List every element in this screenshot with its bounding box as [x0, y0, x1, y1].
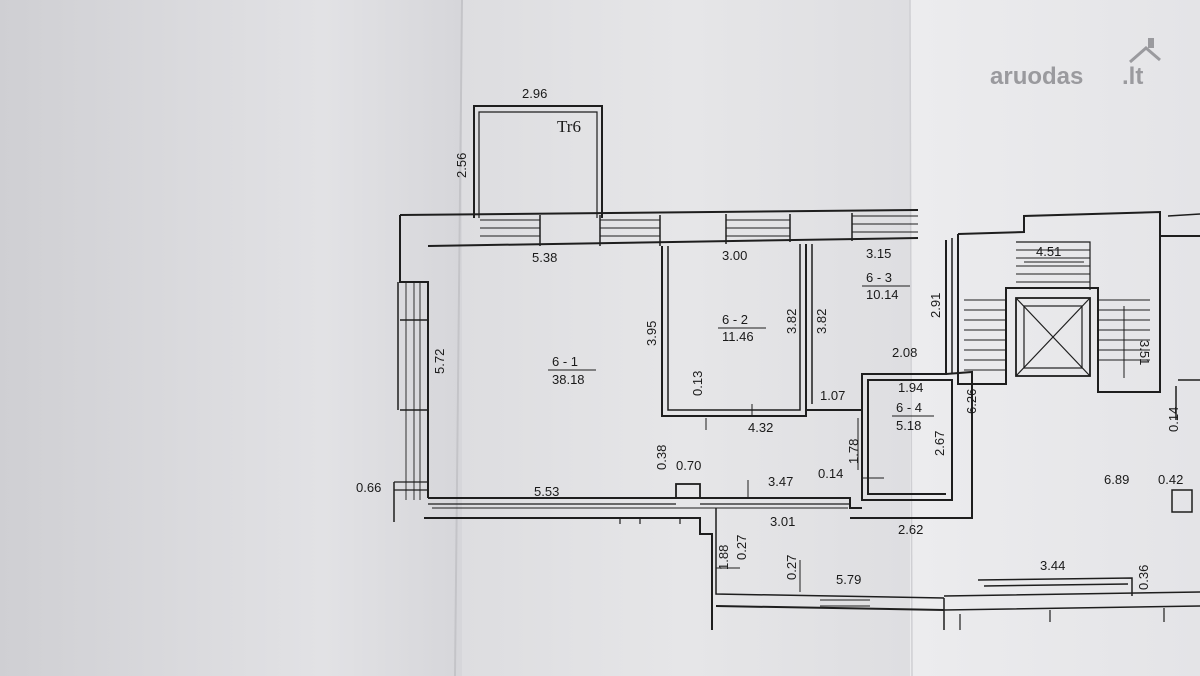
dim-label: 2.67 [932, 431, 947, 456]
room-6-3-label: 6 - 3 10.14 [862, 270, 910, 302]
dim-label: 3.82 [814, 309, 829, 334]
dim-label: 2.62 [898, 522, 923, 537]
dim-label: 1.07 [820, 388, 845, 403]
svg-text:38.18: 38.18 [552, 372, 585, 387]
dim-label: 1.78 [846, 439, 861, 464]
balcony-outline [473, 105, 603, 218]
dim-label: 0.27 [734, 535, 749, 560]
dim-label: 2.91 [928, 293, 943, 318]
dim-label: 5.72 [432, 349, 447, 374]
room-6-1-label: 6 - 1 38.18 [548, 354, 596, 387]
svg-text:11.46: 11.46 [722, 329, 754, 344]
paper-left-panel [0, 0, 462, 676]
dimension-lines [432, 261, 1125, 592]
watermark-logo: aruodas .lt [990, 38, 1161, 90]
dim-label: 3.44 [1040, 558, 1065, 573]
room-6-2-label: 6 - 2 11.46 [718, 312, 766, 344]
dim-label: 4.51 [1036, 244, 1061, 259]
dim-label: 0.36 [1136, 565, 1151, 590]
paper-fold-left [454, 0, 463, 676]
dim-balcony-width: 2.96 [522, 86, 547, 101]
dim-label: 1.94 [898, 380, 923, 395]
house-icon [1129, 46, 1161, 64]
dim-label: 0.70 [676, 458, 701, 473]
watermark-text: aruodas [990, 63, 1083, 90]
elevator-shaft [1015, 297, 1091, 377]
dim-label: 0.27 [784, 555, 799, 580]
svg-text:6 - 3: 6 - 3 [866, 270, 892, 285]
dim-label: 0.66 [356, 480, 381, 495]
svg-text:10.14: 10.14 [866, 287, 899, 302]
walls [393, 105, 1200, 630]
dim-label: 3.01 [770, 514, 795, 529]
dim-label: 3.00 [722, 248, 747, 263]
dim-label: 2.08 [892, 345, 917, 360]
dim-label: 4.32 [748, 420, 773, 435]
watermark-tld: .lt [1122, 63, 1143, 90]
dim-label: 3.15 [866, 246, 891, 261]
dim-label: 3.51 [1137, 340, 1152, 365]
balcony-label: Tr6 [557, 117, 581, 136]
dim-label: 6.26 [964, 389, 979, 414]
dim-label: 0.13 [690, 371, 705, 396]
dim-label: 5.53 [534, 484, 559, 499]
dim-label: 3.82 [784, 309, 799, 334]
dim-balcony-depth: 2.56 [454, 153, 469, 178]
dim-label: 5.38 [532, 250, 557, 265]
dim-label: 0.38 [654, 445, 669, 470]
dim-label: 3.47 [768, 474, 793, 489]
room-6-4-label: 6 - 4 5.18 [892, 400, 934, 433]
dim-label: 0.14 [1166, 407, 1181, 432]
svg-text:6 - 1: 6 - 1 [552, 354, 578, 369]
dim-label: 3.95 [644, 321, 659, 346]
dim-label: 6.89 [1104, 472, 1129, 487]
column-stub [675, 483, 701, 499]
dim-label: 0.14 [818, 466, 843, 481]
svg-text:6 - 2: 6 - 2 [722, 312, 748, 327]
dim-label: 1.88 [716, 545, 731, 570]
svg-text:5.18: 5.18 [896, 418, 921, 433]
room-6-4-outline [861, 374, 953, 501]
paper-middle-panel [462, 0, 910, 676]
paper-fold-right [909, 0, 913, 676]
dim-label: 0.42 [1158, 472, 1183, 487]
dim-label: 5.79 [836, 572, 861, 587]
paper-right-panel [910, 0, 1200, 676]
svg-text:6 - 4: 6 - 4 [896, 400, 922, 415]
